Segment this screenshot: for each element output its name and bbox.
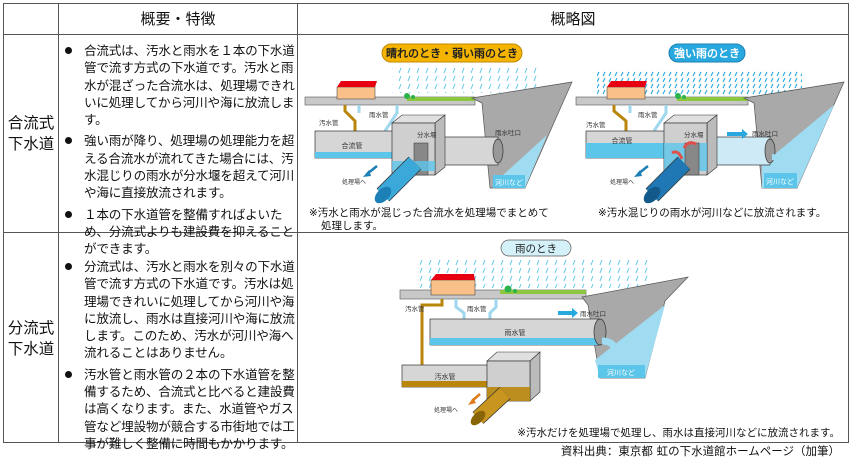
label-outfall: 雨水吐口: [495, 128, 521, 137]
diagram-note: ※汚水だけを処理場で処理し、雨水は直接河川などに放流されます。: [517, 426, 840, 439]
list-item: 合流式は、汚水と雨水を１本の下水道管で流す方式の下水道です。汚水と雨水が混ざった…: [60, 42, 296, 128]
title-pill: [668, 43, 746, 63]
row-label-separate: 分流式 下水道: [4, 318, 58, 360]
diagram-title: 雨のとき: [515, 243, 557, 255]
diagram-combined-fair: 晴れのとき・弱い雨のとき 河川など 汚水管 雨水管 合流管 雨水吐口: [304, 43, 573, 232]
row-divider: [3, 232, 849, 233]
label-sewage-main: 汚水管: [435, 372, 456, 381]
bullet-icon: [65, 210, 72, 218]
table-border-top: [3, 3, 849, 4]
label-rain-pipe: 雨水管: [467, 304, 487, 313]
list-item: １本の下水道管を整備すればよいため、分流式よりも建設費を抑えることができます。: [60, 206, 296, 258]
row-label-combined: 合流式 下水道: [4, 113, 58, 155]
bullet-text: 強い雨が降り、処理場の処理能力を超える合流水が流れてきた場合には、汚水混じりの雨…: [84, 133, 295, 201]
bullet-icon: [65, 47, 72, 54]
bullet-text: 分流式は、汚水と雨水を別々の下水道管で流す方式の下水道です。汚水は処理場できれい…: [84, 259, 295, 361]
source-citation: 資料出典：東京都 虹の下水道館ホームページ（加筆）: [560, 444, 840, 458]
house: [430, 279, 476, 296]
label-combined-pipe: 合流管: [342, 141, 363, 150]
row-divider: [3, 34, 849, 35]
bullet-icon: [65, 370, 72, 378]
header-overview: 概要・特徴: [140, 10, 216, 28]
header-diagram: 概略図: [550, 10, 596, 28]
label-to-plant: 処理場へ: [610, 178, 634, 186]
diagram-note: ※汚水と雨水が混じった合流水を処理場でまとめて: [309, 206, 549, 219]
ground: [399, 289, 587, 300]
table-border-bottom: [3, 442, 849, 443]
outfall-pipe: [439, 136, 499, 166]
rain: [392, 65, 537, 93]
row-label-line: 合流式: [7, 114, 55, 132]
label-rain-pipe: 雨水管: [369, 110, 389, 119]
flow-arrow-icon: [727, 129, 748, 139]
label-to-plant: 処理場へ: [342, 178, 366, 186]
diagram-title: 強い雨のとき: [674, 46, 740, 60]
label-river: 河川など: [607, 369, 635, 377]
list-item: 強い雨が降り、処理場の処理能力を超える合流水が流れてきた場合には、汚水混じりの雨…: [60, 132, 296, 201]
list-item: 分流式は、汚水と雨水を別々の下水道管で流す方式の下水道です。汚水は処理場できれい…: [60, 258, 296, 362]
diagram-note: ※汚水混じりの雨水が河川などに放流されます。: [598, 206, 826, 219]
title-pill: [381, 43, 523, 63]
column-divider: [58, 3, 59, 443]
row-label-line: 分流式: [7, 319, 55, 337]
bullet-text: 汚水管と雨水管の２本の下水道管を整備するため、合流式と比べると建設費は高くなりま…: [84, 366, 295, 451]
separate-features-list: 分流式は、汚水と雨水を別々の下水道管で流す方式の下水道です。汚水は処理場できれい…: [60, 258, 296, 456]
table-border-right: [848, 3, 849, 443]
label-river: 河川など: [766, 178, 794, 186]
bullet-icon: [65, 263, 72, 270]
diagram-separate-rain: 雨のとき 河川など 汚水管 雨水管 雨水管 雨水吐口 汚水管: [399, 239, 840, 439]
diagram-combined-heavy-rain: 強い雨のとき 河川など 汚水管 雨水管 合流管 雨水吐口: [575, 43, 845, 219]
label-rain-main: 雨水管: [505, 328, 526, 337]
column-divider: [297, 3, 298, 443]
row-label-line: 下水道: [7, 340, 55, 358]
label-combined-pipe: 合流管: [612, 136, 633, 145]
grass: [407, 97, 475, 101]
roof: [337, 81, 377, 87]
label-rain-pipe: 雨水管: [638, 110, 658, 119]
table-border-left: [3, 3, 4, 443]
label-outfall: 雨水吐口: [752, 129, 778, 138]
house: [336, 86, 376, 100]
bullet-icon: [65, 137, 72, 145]
bullet-text: １本の下水道管を整備すればよいため、分流式よりも建設費を抑えることができます。: [84, 206, 295, 257]
list-item: 汚水管と雨水管の２本の下水道管を整備するため、合流式と比べると建設費は高くなりま…: [60, 366, 296, 452]
label-river: 河川など: [495, 179, 523, 187]
outfall-pipe: [711, 136, 771, 166]
flow-arrow-icon: [558, 308, 578, 318]
row-label-line: 下水道: [7, 135, 55, 153]
diagram-note: 処理します。: [321, 219, 383, 232]
combined-features-list: 合流式は、汚水と雨水を１本の下水道管で流す方式の下水道です。汚水と雨水が混ざった…: [60, 42, 296, 262]
label-weir: 分水堰: [684, 130, 704, 139]
sewage-service-pipe: [343, 105, 357, 133]
overflow-arrow-icon: [682, 141, 697, 149]
label-to-plant: 処理場へ: [434, 406, 458, 414]
label-sewage-pipe: 汚水管: [586, 120, 606, 129]
title-pill: [500, 239, 572, 257]
label-sewage-pipe: 汚水管: [405, 304, 425, 313]
diagram-title: 晴れのとき・弱い雨のとき: [386, 46, 518, 60]
label-outfall: 雨水吐口: [580, 309, 606, 318]
house: [606, 86, 646, 100]
bullet-text: 合流式は、汚水と雨水を１本の下水道管で流す方式の下水道です。汚水と雨水が混ざった…: [84, 43, 295, 128]
label-weir: 分水堰: [417, 130, 437, 139]
sewage-service-pipe: [420, 299, 444, 365]
label-sewage-pipe: 汚水管: [319, 118, 339, 127]
